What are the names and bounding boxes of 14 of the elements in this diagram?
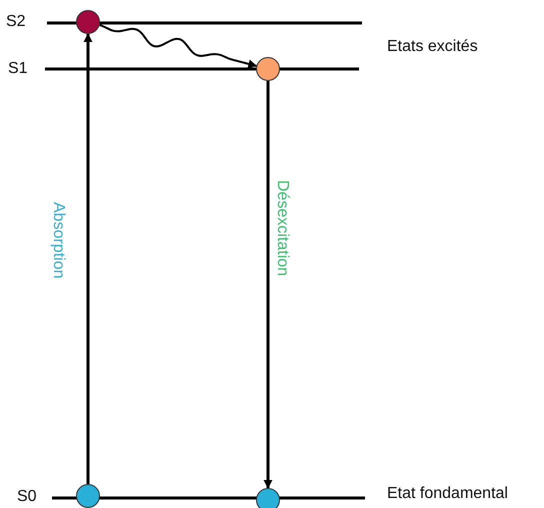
level-label: S0 (17, 489, 37, 505)
energy-state-dot (76, 484, 100, 508)
state-label: Etat fondamental (387, 486, 508, 502)
state-label: Etats excités (387, 39, 478, 55)
arrow (264, 81, 272, 489)
energy-state-dot (76, 10, 100, 34)
wavy-arrow (99, 24, 258, 68)
energy-state-dot (256, 57, 280, 81)
energy-state-dot (256, 488, 280, 508)
arrow (84, 33, 92, 484)
edge-label: Absorption (50, 202, 66, 278)
edge-label: Désexcitation (274, 180, 290, 276)
level-label: S1 (8, 61, 28, 77)
level-label: S2 (6, 14, 26, 30)
